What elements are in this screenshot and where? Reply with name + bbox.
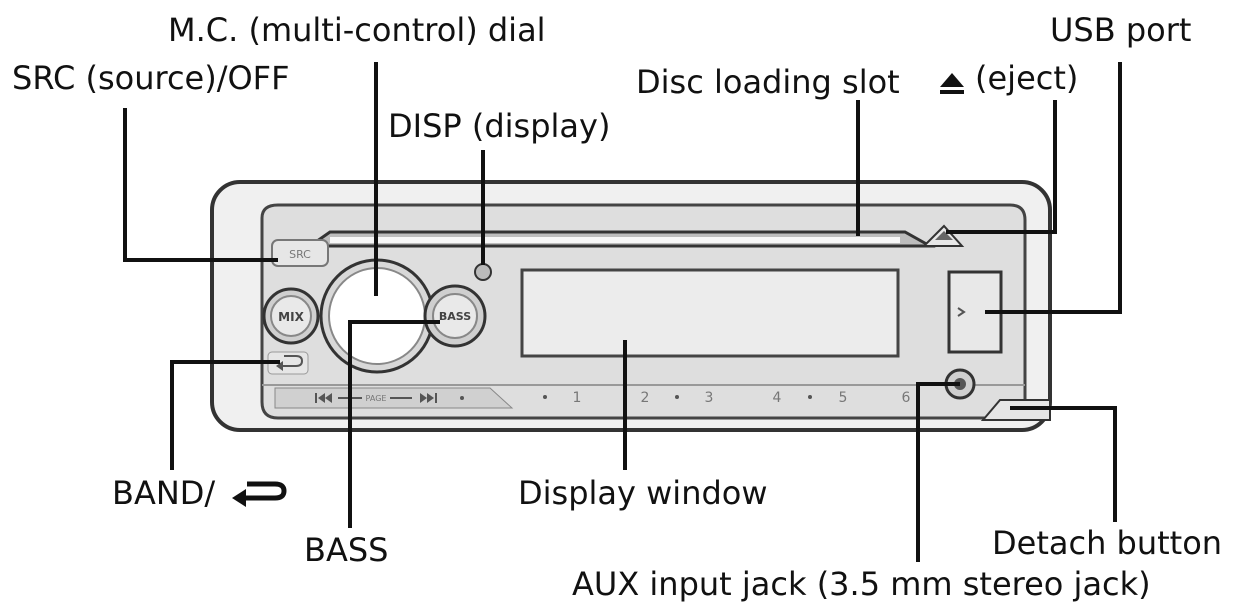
leader-band [170,360,280,470]
display-window [520,268,900,358]
src-button-label: SRC [289,248,311,261]
bass-button-label: BASS [439,310,471,323]
eject-label-icon [940,73,964,94]
seek-next-icon[interactable] [420,393,437,403]
callout-bass: BASS [304,531,389,569]
preset-2[interactable]: 2 [641,390,650,406]
disp-button[interactable] [474,263,492,281]
seek-label: PAGE [366,394,387,403]
leader-src [123,108,278,262]
leader-detach [1010,406,1117,522]
preset-buttons: 1 2 3 4 5 6 [543,390,911,406]
seek-controls: PAGE [274,387,514,409]
callout-disc-slot: Disc loading slot [636,63,900,101]
callout-band: BAND/ [112,474,216,512]
leader-eject [946,100,1057,234]
callout-aux: AUX input jack (3.5 mm stereo jack) [572,565,1151,603]
disc-slot-opening [330,237,900,243]
preset-1[interactable]: 1 [573,390,582,406]
src-button[interactable]: SRC [271,239,329,267]
leader-bass [348,320,440,528]
seek-previous-icon[interactable] [315,393,332,403]
preset-6[interactable]: 6 [902,390,911,406]
band-button[interactable] [267,351,309,375]
callout-display-window: Display window [518,474,768,512]
eject-icon [935,231,953,240]
seek-dot [460,396,464,400]
preset-4[interactable]: 4 [773,390,782,406]
leader-usb [985,62,1122,314]
preset-3[interactable]: 3 [705,390,714,406]
callout-eject: (eject) [975,59,1079,97]
callout-src-off: SRC (source)/OFF [12,59,290,97]
eject-button[interactable] [921,224,965,247]
callout-disp: DISP (display) [388,107,611,145]
bass-button[interactable]: BASS [423,284,487,348]
callout-detach: Detach button [992,524,1223,562]
mix-button[interactable]: MIX [262,287,320,345]
preset-5[interactable]: 5 [839,390,848,406]
band-label-back-icon [232,481,287,507]
leader-aux [916,382,960,562]
usb-icon [957,307,966,317]
callout-lines [123,62,1122,562]
callout-usb-port: USB port [1050,11,1192,49]
callout-mc-dial: M.C. (multi-control) dial [168,11,546,49]
mix-button-label: MIX [278,310,304,324]
back-arrow-icon [278,355,304,367]
